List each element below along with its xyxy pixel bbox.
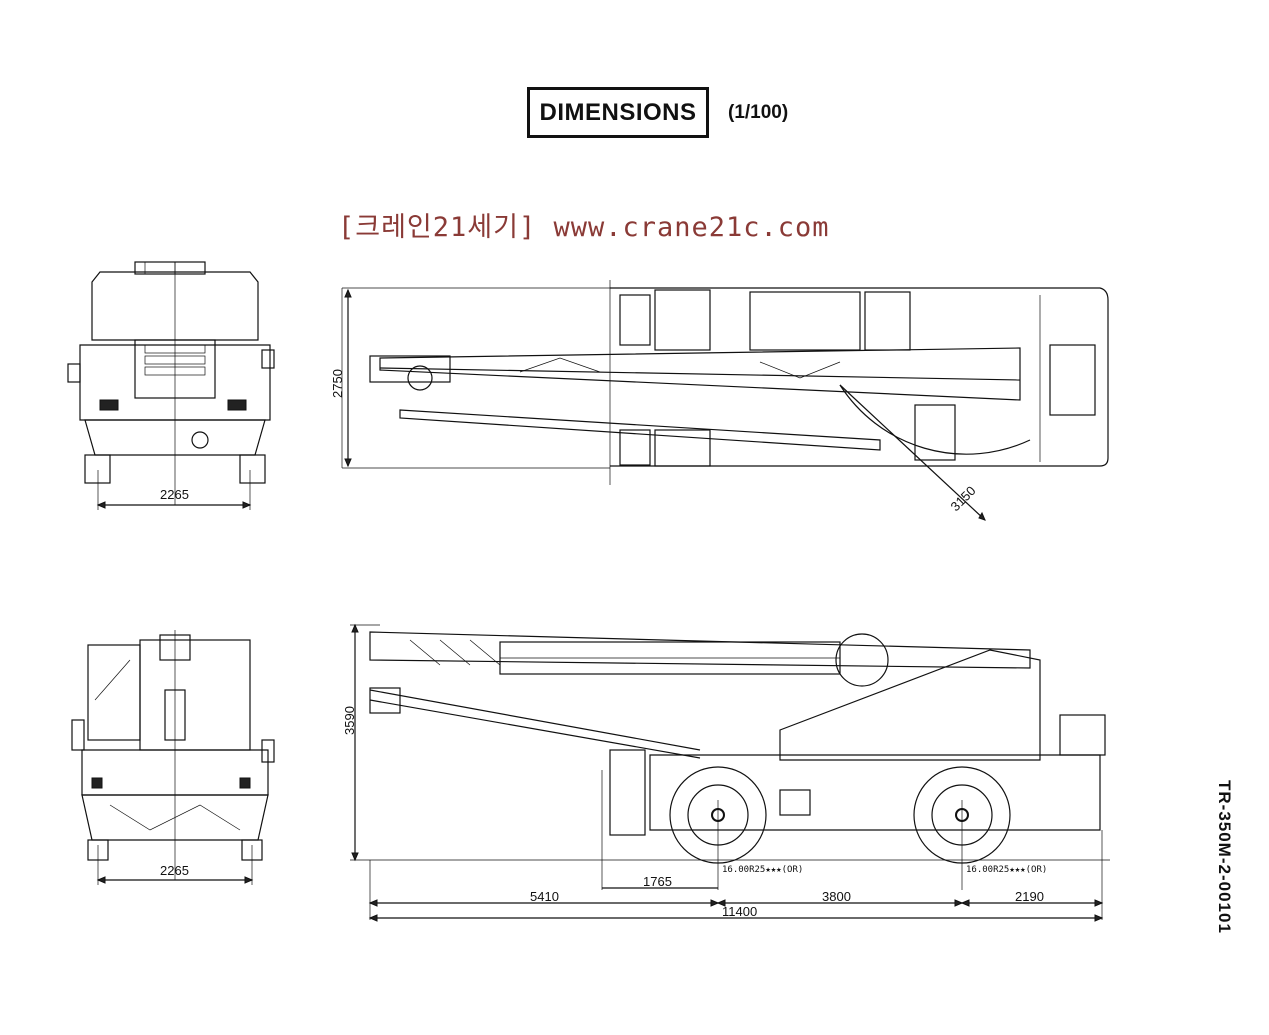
drawing-scale: (1/100) <box>728 102 789 123</box>
top-view <box>341 280 1109 521</box>
dim-wheelbase: 3800 <box>822 889 851 904</box>
dim-top-width: 2750 <box>330 369 345 398</box>
watermark: [크레인21세기] www.crane21c.com <box>338 212 830 243</box>
dim-rear-overhang: 2190 <box>1015 889 1044 904</box>
tire-spec-rear: 16.00R25★★★(OR) <box>966 865 1047 875</box>
dim-rear-width: 2265 <box>160 863 189 878</box>
front-view <box>67 261 275 510</box>
dim-height: 3590 <box>342 706 357 735</box>
dim-overall-length: 11400 <box>722 904 757 919</box>
model-code: TR-350M-2-00101 <box>1215 780 1234 934</box>
side-view <box>350 623 1110 922</box>
dim-front-width: 2265 <box>160 487 189 502</box>
tire-spec-front: 16.00R25★★★(OR) <box>722 865 803 875</box>
rear-view <box>71 630 275 885</box>
dim-front-axle-offset: 1765 <box>643 874 672 889</box>
dim-front-overhang: 5410 <box>530 889 559 904</box>
page-title: DIMENSIONS <box>527 87 709 138</box>
